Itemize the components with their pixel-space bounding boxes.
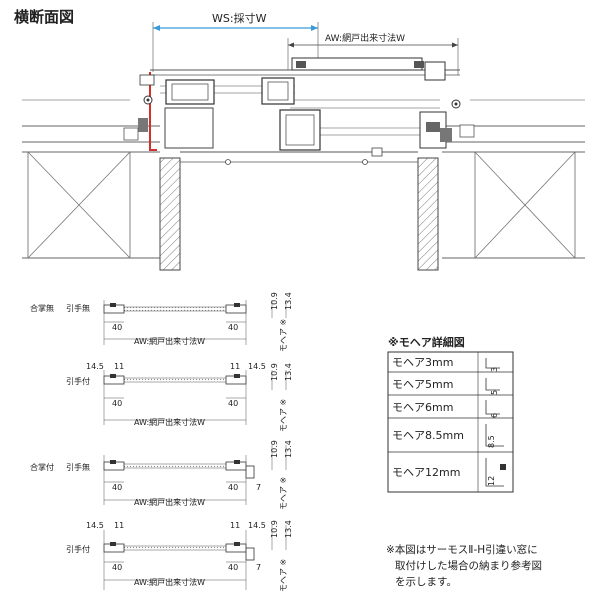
mohea-row-label: モヘア6mm [392,401,453,414]
ws-dimension: WS:採寸W [152,11,319,72]
mohea-row-dim: 5 [490,390,499,395]
dim-40-right: 40 [228,563,238,572]
mohea-row-dim: 6 [490,413,499,418]
v-dim-2: 13.4 [284,292,293,310]
v-dim-1: 10.9 [270,363,279,381]
dim-11-right: 11 [230,521,240,530]
mohea-label: モヘア ※ [279,319,288,352]
v-dim-2: 13.4 [284,440,293,458]
dim-40-right: 40 [228,399,238,408]
profile-label-b: 引手無 [66,462,90,472]
aw-label: AW:網戸出来寸法W [134,336,205,346]
profile-label-b: 引手付 [66,544,90,554]
aw-label: AW:網戸出来寸法W [134,577,205,587]
profile-label-a: 合掌無 [30,303,54,313]
note-line-2: 取付けした場合の納まり参考図 [395,559,542,572]
mohea-row-dim: 12 [487,476,496,486]
mohea-row-label: モヘア3mm [392,356,453,369]
profile-joint-no-handle: 合掌付 引手無 40 40 7 AW:網戸出来寸法W 10.9 13.4 モヘア… [30,440,293,510]
top-cross-section: WS:採寸W AW:網戸出来寸法W [22,11,585,271]
dim-40-left: 40 [112,483,122,492]
dim-40-right: 40 [228,483,238,492]
profile-joint-handle: 引手付 14.5 11 11 14.5 40 40 7 AW:網戸出来寸法W 1… [66,520,293,592]
dim-11-left: 11 [114,362,124,371]
mohea-row-dim: 3 [490,367,499,372]
profile-label-b: 引手付 [66,376,90,386]
mohea-row-label: モヘア5mm [392,378,453,391]
profile-label-a: 合掌付 [30,462,54,472]
wall-right [442,99,585,259]
wall-left [22,99,160,259]
note-line-1: ※本図はサーモスⅡ-H引違い窓に [386,543,538,556]
mohea-row-label: モヘア12mm [392,466,460,479]
profile-no-joint-no-handle: 合掌無 引手無 40 40 AW:網戸出来寸法W 10.9 13.4 モヘア ※ [30,292,293,352]
mohea-row-label: モヘア8.5mm [392,429,464,442]
dim-14-5-right: 14.5 [248,521,266,530]
mohea-label: モヘア ※ [279,477,288,510]
reference-note: ※本図はサーモスⅡ-H引違い窓に 取付けした場合の納まり参考図 を示します。 [386,543,542,588]
dim-40-left: 40 [112,399,122,408]
dim-40-right: 40 [228,323,238,332]
dim-7: 7 [256,563,261,572]
mohea-label: モヘア ※ [279,399,288,432]
dim-14-5-right: 14.5 [248,362,266,371]
aw-label: AW:網戸出来寸法W [134,417,205,427]
v-dim-2: 13.4 [284,520,293,538]
dim-11-right: 11 [230,362,240,371]
dim-7: 7 [256,483,261,492]
ws-label: WS:採寸W [212,11,267,25]
profile-handle: 引手付 14.5 11 11 14.5 40 40 AW:網戸出来寸法W 10.… [66,362,293,432]
window-frame [123,57,475,165]
dim-40-left: 40 [112,563,122,572]
v-dim-1: 10.9 [270,292,279,310]
dim-40-left: 40 [112,323,122,332]
note-line-3: を示します。 [395,576,457,588]
mohea-detail-table: ※モヘア詳細図 モヘア3mm 3 モヘア5mm 5 モヘア6mm 6 モヘア8.… [387,335,514,493]
aw-label: AW:網戸出来寸法W [134,497,205,507]
mohea-table-title: ※モヘア詳細図 [388,335,465,349]
dim-14-5-left: 14.5 [86,362,104,371]
page-title: 横断面図 [14,8,74,26]
v-dim-2: 13.4 [284,363,293,381]
v-dim-1: 10.9 [270,440,279,458]
aw-label-top: AW:網戸出来寸法W [325,32,405,44]
dim-14-5-left: 14.5 [86,521,104,530]
left-column [159,157,181,271]
mohea-label: モヘア ※ [279,559,288,592]
mohea-row-dim: 8.5 [487,435,496,448]
dim-11-left: 11 [114,521,124,530]
v-dim-1: 10.9 [270,520,279,538]
right-column [417,157,439,271]
aw-dimension: AW:網戸出来寸法W [287,32,459,75]
profile-label-b: 引手無 [66,303,90,313]
